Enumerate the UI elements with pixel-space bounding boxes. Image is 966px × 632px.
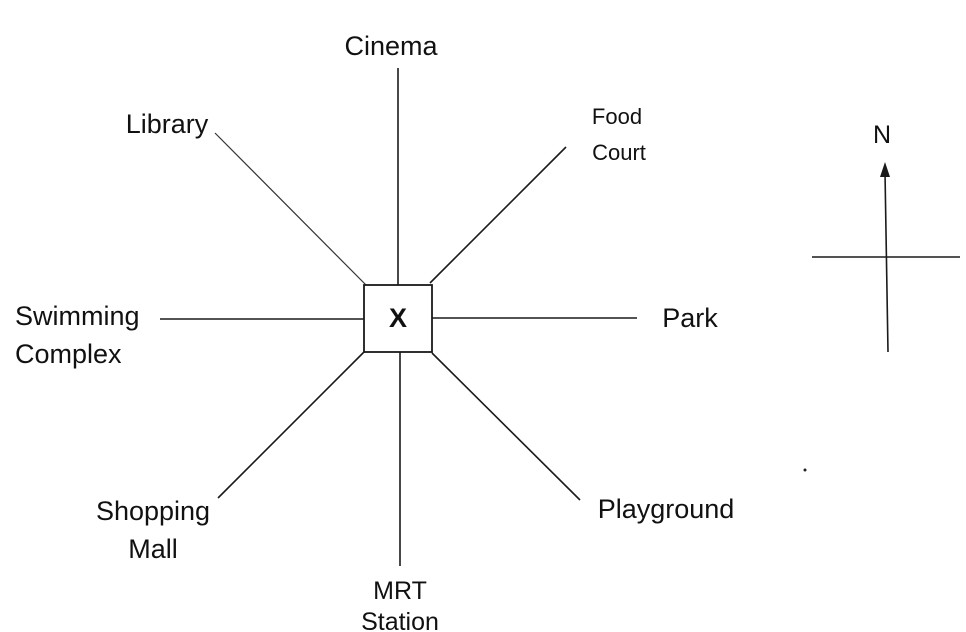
road-southeast	[431, 352, 581, 501]
compass-north-arrow-icon	[880, 162, 890, 177]
road-northwest	[214, 132, 367, 286]
center-location-label: X	[389, 303, 407, 333]
label-cinema: Cinema	[344, 31, 438, 61]
label-park: Park	[662, 303, 718, 333]
compass-north-south-line	[884, 171, 889, 353]
label-shopping-mall-line2: Mall	[128, 534, 178, 564]
label-mrt-station-line1: MRT	[373, 577, 427, 605]
label-playground: Playground	[598, 494, 735, 524]
road-northeast	[429, 146, 567, 284]
compass: N	[812, 121, 960, 353]
label-shopping-mall-line1: Shopping	[96, 496, 210, 526]
label-library: Library	[126, 109, 209, 139]
label-mrt-station-line2: Station	[361, 608, 439, 632]
compass-north-label: N	[873, 121, 891, 149]
label-food-court-line2: Court	[592, 140, 646, 165]
label-food-court-line1: Food	[592, 104, 642, 129]
label-swimming-complex-line2: Complex	[15, 339, 122, 369]
label-swimming-complex-line1: Swimming	[15, 301, 140, 331]
road-southwest	[217, 351, 365, 499]
scan-speck	[803, 468, 807, 472]
center-location-box	[363, 284, 433, 353]
